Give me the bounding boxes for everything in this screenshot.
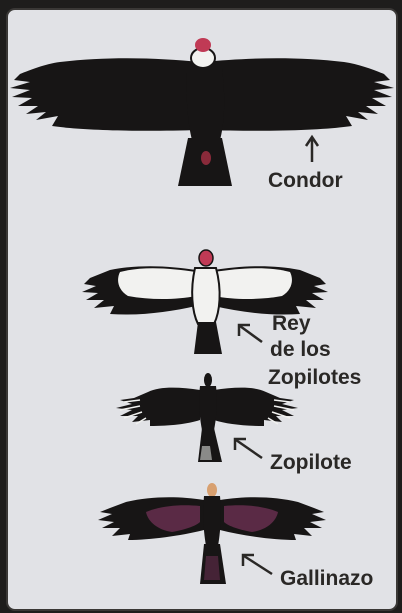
gallinazo-arrow [243,555,272,574]
king-left-wing-white [118,268,196,299]
king-head [199,250,213,266]
condor-body [186,68,224,140]
king-body [192,268,219,324]
condor-feet [201,151,211,165]
condor-label: Condor [268,169,343,192]
king-vulture-label-line2: de los [270,338,331,361]
condor-right-wing [204,58,394,131]
king-vulture-label-line1: Rey [272,312,311,335]
zopilote-right-wing [214,388,298,426]
king-right-wing-white [214,268,292,299]
zopilote-left-wing [116,388,200,426]
condor-silhouette [10,38,394,186]
king-vulture-label-line3: Zopilotes [268,366,361,389]
zopilote-body [199,386,217,430]
condor-left-wing [10,58,200,131]
gallinazo-tail-purple [204,556,220,580]
gallinazo-head [207,483,217,497]
zopilote-label: Zopilote [270,451,352,474]
zopilote-head [204,373,212,387]
gallinazo-body [203,496,221,546]
king-tail [194,322,222,354]
king-vulture-arrow [239,325,262,342]
condor-head [195,38,211,52]
gallinazo-label: Gallinazo [280,567,373,590]
condor-arrow [306,137,318,162]
zopilote-arrow [235,439,262,458]
zopilote-tail-pale [200,446,212,460]
